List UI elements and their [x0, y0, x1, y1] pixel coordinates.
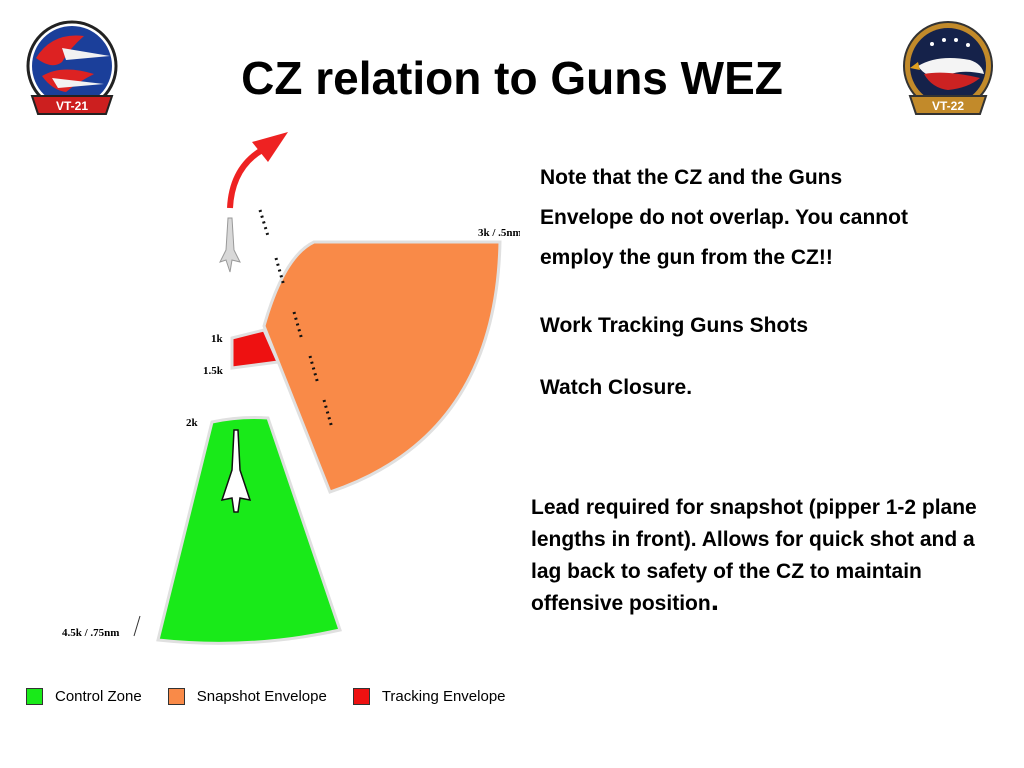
label-3k-half-nm: 3k / .5nm [478, 227, 520, 239]
label-1k: 1k [211, 333, 224, 345]
label-2k: 2k [186, 417, 199, 429]
work-tracking-text: Work Tracking Guns Shots [540, 314, 808, 337]
vt-22-squadron-logo: VT-22 [903, 21, 993, 115]
label-4-5k: 4.5k / .75nm [62, 627, 119, 639]
watch-closure-text: Watch Closure. [540, 376, 693, 399]
lead-period: . [710, 584, 720, 617]
legend-swatch [352, 688, 370, 705]
legend-label: Snapshot Envelope [196, 688, 327, 705]
cz-overlap-note: Note that the CZ and the Guns Envelope d… [540, 158, 1000, 278]
tracking-envelope [230, 328, 281, 370]
svg-text:VT-21: VT-21 [56, 99, 88, 113]
vt-21-squadron-logo: VT-21 [26, 20, 118, 115]
label-tick [133, 615, 141, 637]
snapshot-envelope [262, 240, 502, 494]
legend-label: Tracking Envelope [381, 688, 506, 705]
legend-label: Control Zone [55, 688, 142, 705]
slide-title: CZ relation to Guns WEZ [241, 52, 783, 104]
lead-body: Lead required for snapshot (pipper 1-2 p… [531, 496, 977, 615]
legend-item-tracking-envelope: Tracking Envelope [352, 688, 506, 705]
legend-item-control-zone: Control Zone [26, 688, 142, 705]
svg-text:VT-22: VT-22 [932, 99, 964, 113]
legend-swatch [167, 688, 185, 705]
path-dots [258, 209, 334, 429]
cz-guns-wez-diagram: 3k / .5nm 1k 1.5k 2k 4.5k / .75nm [62, 132, 520, 645]
legend-item-snapshot-envelope: Snapshot Envelope [167, 688, 327, 705]
break-turn-arrowhead [252, 132, 288, 162]
attacker-aircraft-icon [220, 429, 252, 513]
note-line: Note that the CZ and the Guns [540, 166, 843, 189]
note-line: Envelope do not overlap. You cannot [540, 206, 908, 229]
bandit-aircraft-icon [219, 217, 241, 273]
break-turn-arrow [227, 147, 264, 209]
diagram-legend: Control Zone Snapshot Envelope Tracking … [26, 688, 532, 705]
legend-swatch [26, 688, 43, 705]
label-1-5k: 1.5k [203, 365, 224, 377]
lead-required-text: Lead required for snapshot (pipper 1-2 p… [531, 492, 1001, 620]
note-line: employ the gun from the CZ!! [540, 246, 833, 269]
control-zone [156, 416, 342, 645]
